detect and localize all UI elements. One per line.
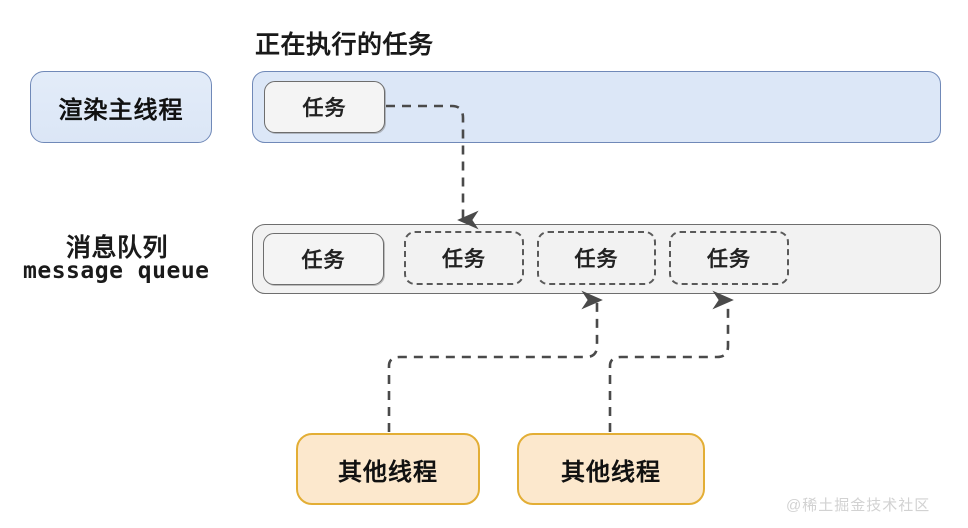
queue-task-chip: 任务 bbox=[537, 231, 656, 285]
message-queue-label-cn: 消息队列 bbox=[66, 234, 169, 262]
queue-task-chip-label: 任务 bbox=[574, 248, 619, 271]
main-thread-label-box: 渲染主线程 bbox=[30, 71, 212, 143]
running-task-title: 正在执行的任务 bbox=[255, 31, 434, 59]
connector-worker-2-to-queue bbox=[608, 290, 734, 432]
watermark: @稀土掘金技术社区 bbox=[786, 497, 931, 514]
queue-task-chip-label: 任务 bbox=[301, 249, 346, 272]
worker-thread-label: 其他线程 bbox=[338, 458, 438, 486]
message-queue-label-en: message queue bbox=[23, 258, 210, 284]
queue-task-chip-label: 任务 bbox=[442, 248, 486, 271]
running-task-chip-label: 任务 bbox=[302, 97, 347, 120]
worker-thread-box: 其他线程 bbox=[296, 433, 480, 505]
worker-thread-label: 其他线程 bbox=[561, 458, 661, 486]
queue-task-chip-label: 任务 bbox=[707, 248, 751, 271]
connector-worker-1-to-queue bbox=[387, 290, 603, 432]
running-task-chip: 任务 bbox=[264, 81, 385, 133]
queue-task-chip: 任务 bbox=[263, 233, 384, 285]
main-thread-label-text: 渲染主线程 bbox=[58, 96, 184, 124]
worker-thread-box: 其他线程 bbox=[517, 433, 705, 505]
queue-task-chip: 任务 bbox=[669, 231, 789, 285]
queue-task-chip: 任务 bbox=[404, 231, 524, 285]
